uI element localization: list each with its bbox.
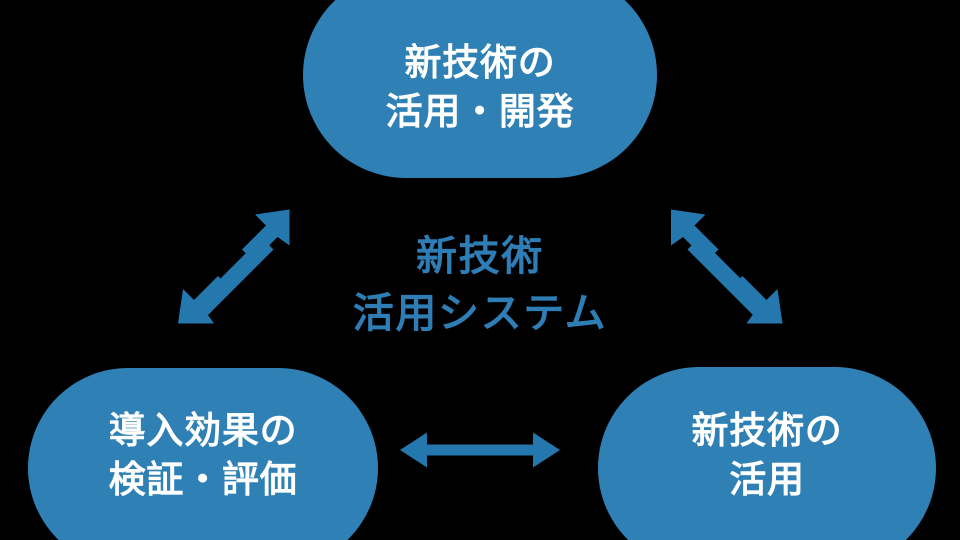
node-new-tech-utilization[interactable]: 新技術の 活用 <box>598 367 936 540</box>
center-label-line-2: 活用システム <box>352 289 608 336</box>
node-top-line-1: 新技術の <box>404 42 556 84</box>
arrow-bottom-horizontal <box>400 432 560 468</box>
arrow-right-diagonal <box>671 209 783 324</box>
center-label: 新技術 活用システム <box>300 228 660 341</box>
node-new-tech-development[interactable]: 新技術の 活用・開発 <box>303 0 657 178</box>
node-bottom-right-line-2: 活用 <box>729 459 805 500</box>
node-effect-verification[interactable]: 導入効果の 検証・評価 <box>28 368 378 540</box>
node-bottom-left-line-1: 導入効果の <box>108 410 298 452</box>
node-bottom-right-line-1: 新技術の <box>691 410 843 452</box>
center-label-line-1: 新技術 <box>416 233 544 279</box>
node-bottom-left-line-2: 検証・評価 <box>108 459 298 500</box>
node-top-line-2: 活用・開発 <box>385 91 575 132</box>
arrow-left-diagonal <box>178 209 290 324</box>
